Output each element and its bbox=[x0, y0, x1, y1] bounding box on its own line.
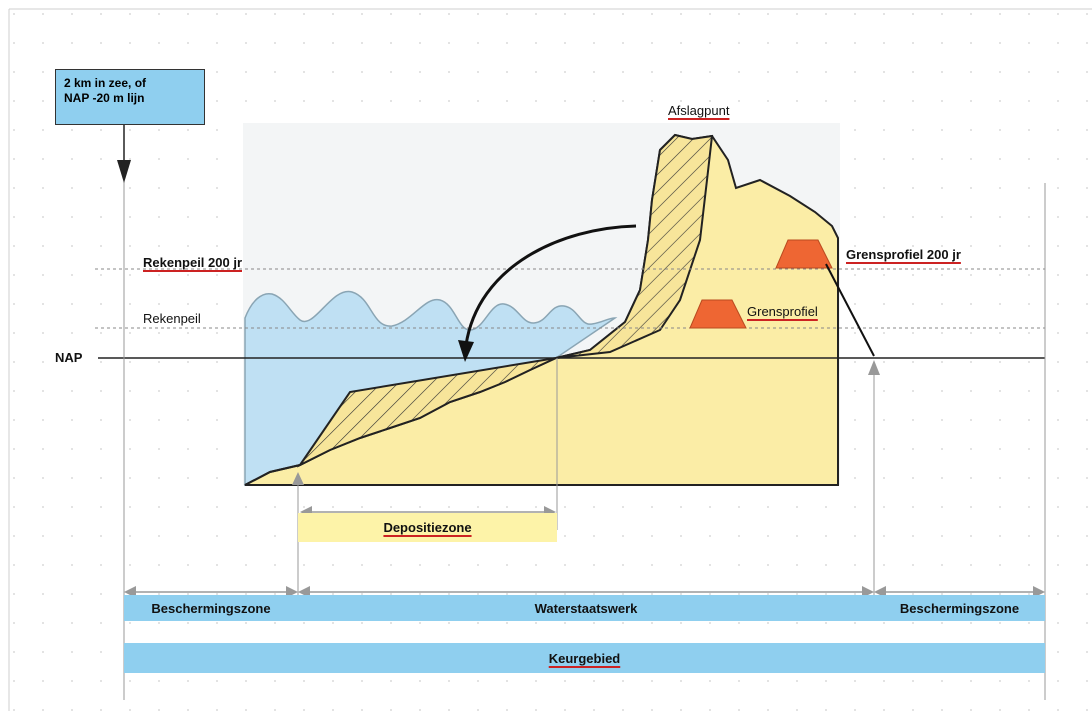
grensprofiel-200-label: Grensprofiel 200 jr bbox=[846, 247, 961, 262]
erosion-arrow-head bbox=[458, 340, 474, 362]
note-arrow-head bbox=[117, 160, 131, 183]
sea-limit-note: 2 km in zee, of NAP -20 m lijn bbox=[55, 69, 205, 125]
grensprofiel-200-shape bbox=[775, 239, 833, 269]
note-line-1: 2 km in zee, of bbox=[64, 76, 147, 90]
grensprofiel-label: Grensprofiel bbox=[747, 304, 818, 319]
seabed-up-arrow bbox=[292, 472, 304, 485]
grensprofiel-shape bbox=[689, 299, 747, 329]
erosion-hatch bbox=[555, 133, 714, 359]
rekenpeil-label: Rekenpeil bbox=[143, 311, 201, 326]
note-line-2: NAP -20 m lijn bbox=[64, 91, 145, 105]
landward-up-arrow bbox=[868, 360, 880, 375]
afslagpunt-label: Afslagpunt bbox=[668, 103, 730, 118]
grensprofiel-slope-line bbox=[825, 263, 875, 357]
depositiezone-box: Depositiezone bbox=[298, 513, 557, 542]
rekenpeil-200-label: Rekenpeil 200 jr bbox=[143, 255, 242, 270]
beschermingszone-right-bar: Beschermingszone bbox=[874, 595, 1045, 621]
waterstaatswerk-bar: Waterstaatswerk bbox=[298, 595, 874, 621]
nap-label: NAP bbox=[55, 350, 83, 365]
erosion-curve-arrow bbox=[464, 224, 637, 346]
seabed-line bbox=[244, 464, 301, 486]
deposition-hatch bbox=[296, 357, 557, 468]
beschermingszone-left-bar: Beschermingszone bbox=[124, 595, 298, 621]
keurgebied-bar: Keurgebied bbox=[124, 643, 1045, 673]
